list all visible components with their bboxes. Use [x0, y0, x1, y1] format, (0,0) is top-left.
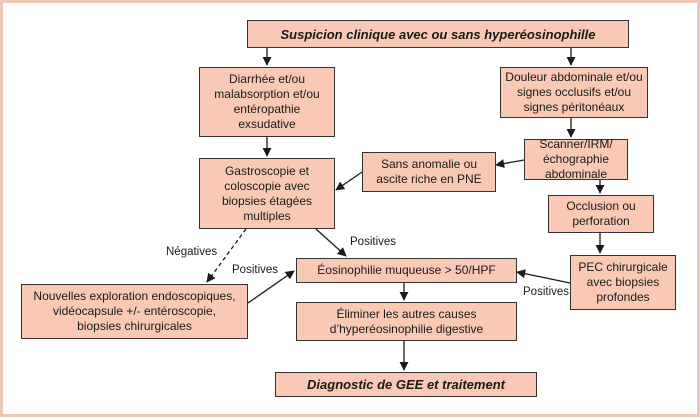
label-negatives: Négatives [166, 246, 218, 258]
node-scanner: Scanner/IRM/ échographie abdominale [524, 137, 628, 181]
arrow-scanner-sansanomalie [495, 159, 525, 169]
node-pec: PEC chirurgicale avec biopsies profondes [570, 255, 676, 310]
node-eosinophilie: Éosinophilie muqueuse > 50/HPF [296, 258, 517, 283]
node-diarrhee: Diarrhée et/ou malabsorption et/ou entér… [199, 67, 335, 137]
label-positives-gastroscopie: Positives [350, 236, 397, 248]
label-positives-nouvelles: Positives [232, 264, 279, 276]
node-diagnostic: Diagnostic de GEE et traitement [275, 372, 537, 397]
arrow-nouvelles-eosinophilie [247, 270, 295, 304]
node-nouvelles: Nouvelles exploration endoscopiques, vid… [21, 284, 248, 339]
node-suspicion: Suspicion clinique avec ou sans hyperéos… [247, 20, 629, 48]
node-gastroscopie: Gastroscopie et coloscopie avec biopsies… [199, 158, 335, 229]
label-positives-pec: Positives [523, 286, 570, 298]
arrow-sansanomalie-gastroscopie [335, 171, 363, 191]
arrow-gastroscopie-nouvelles [206, 228, 247, 283]
node-douleur: Douleur abdominale et/ou signes occlusif… [500, 67, 648, 118]
arrow-gastroscopie-eosinophilie [315, 228, 347, 257]
node-sans-anomalie: Sans anomalie ou ascite riche en PNE [362, 152, 496, 192]
node-eliminer: Éliminer les autres causes d’hyperéosino… [296, 302, 517, 341]
arrow-pec-eosinophilie [516, 269, 571, 284]
node-occlusion: Occlusion ou perforation [548, 195, 654, 233]
